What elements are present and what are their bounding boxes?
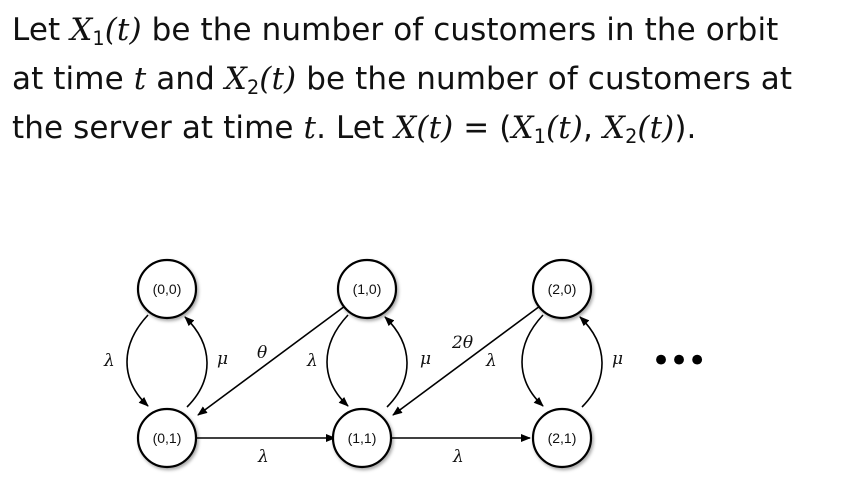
math-subscript: 1: [533, 124, 547, 148]
state-label: (1,0): [353, 281, 382, 297]
text-line-1: Let X1(t) be the number of customers in …: [12, 10, 842, 59]
text-line-2: at time t and X2(t) be the number of cus…: [12, 59, 842, 108]
math-argument: (t): [546, 109, 583, 146]
state-node-1-0: (1,0): [336, 258, 398, 320]
edge-2theta-20-to-11: [392, 305, 541, 416]
label-lambda-h1: λ: [257, 447, 269, 467]
text-fragment: be the number of customers in the orbit: [141, 12, 779, 48]
math-symbol: X: [511, 109, 534, 146]
state-label: (0,1): [153, 430, 182, 446]
state-node-2-0: (2,0): [531, 258, 593, 320]
math-operator: = (: [453, 109, 512, 146]
label-mu-col1: μ: [420, 349, 431, 369]
slide-text: Let X1(t) be the number of customers in …: [12, 10, 842, 156]
label-mu-col0: μ: [217, 349, 228, 369]
label-mu-col2: μ: [612, 349, 623, 369]
state-label: (2,0): [548, 281, 577, 297]
label-lambda-col1: λ: [306, 351, 318, 371]
edge-lambda-20-to-21: [521, 314, 544, 407]
state-label: (0,0): [153, 281, 182, 297]
edge-mu-01-to-00: [184, 316, 208, 408]
text-fragment: Let: [12, 12, 71, 48]
math-operator: ).: [674, 109, 697, 146]
math-subscript: 2: [625, 124, 638, 148]
text-fragment: the server at time: [12, 109, 304, 146]
edge-mu-21-to-20: [579, 316, 603, 408]
ellipsis-dots: •••: [651, 341, 705, 381]
edge-theta-10-to-01: [197, 305, 346, 416]
state-node-2-1: (2,1): [531, 407, 593, 469]
math-argument: (t): [416, 109, 454, 146]
state-label: (2,1): [548, 430, 577, 446]
text-fragment: . Let: [316, 109, 395, 146]
math-symbol: X: [602, 109, 626, 146]
math-symbol: t: [303, 109, 317, 146]
state-label: (1,1): [348, 430, 377, 446]
math-symbol: X: [70, 12, 93, 48]
math-operator: ,: [582, 109, 603, 146]
text-fragment: be the number of customers at: [296, 60, 793, 97]
math-subscript: 2: [246, 75, 260, 99]
label-theta: θ: [257, 343, 267, 363]
edge-lambda-10-to-11: [326, 314, 349, 407]
text-line-3: the server at time t. Let X(t) = (X1(t),…: [12, 108, 842, 157]
math-argument: (t): [637, 109, 675, 146]
edge-mu-11-to-10: [384, 316, 408, 408]
label-lambda-col2: λ: [485, 351, 497, 371]
state-node-0-1: (0,1): [136, 407, 198, 469]
math-symbol: X: [394, 109, 417, 146]
label-lambda-h2: λ: [452, 447, 464, 467]
label-two-theta: 2θ: [451, 333, 473, 353]
math-argument: (t): [259, 60, 297, 97]
math-symbol: X: [224, 60, 247, 97]
text-fragment: at time: [12, 60, 134, 97]
edge-lambda-00-to-01: [126, 314, 149, 407]
math-symbol: t: [133, 60, 147, 97]
state-node-0-0: (0,0): [136, 258, 198, 320]
state-node-1-1: (1,1): [331, 407, 393, 469]
label-lambda-col0: λ: [103, 351, 115, 371]
text-fragment: and: [146, 60, 225, 97]
math-subscript: 1: [92, 26, 105, 50]
math-argument: (t): [104, 12, 142, 48]
